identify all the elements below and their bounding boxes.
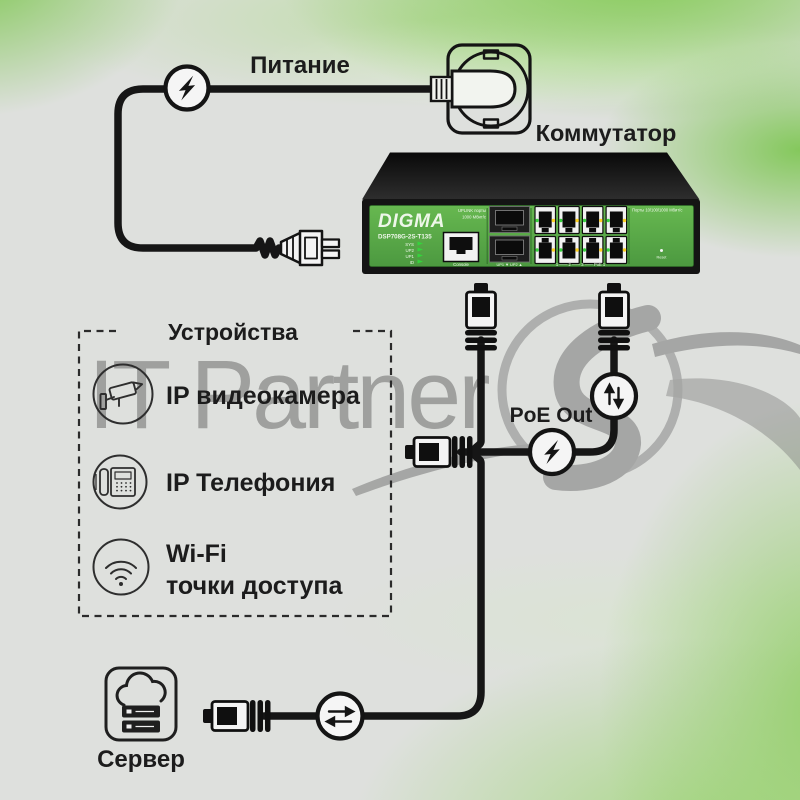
sfp-cage: [489, 235, 530, 263]
ports-caption: 1 —— 2 —— 3 —— PoE 1: [556, 262, 606, 267]
power-badge: [163, 64, 211, 112]
rj45-port: [581, 235, 604, 265]
data-transfer-vertical-badge: [589, 371, 639, 421]
rj45-port: [558, 205, 580, 235]
switch-top-face: [362, 152, 700, 200]
power-socket-icon: [429, 43, 532, 135]
logo-s-swoosh: [543, 305, 661, 491]
console-label: Console: [453, 262, 469, 267]
server-uplink-cable: [260, 336, 485, 720]
rj45-port-block: [534, 205, 628, 265]
arrows-horizontal-icon: [324, 705, 356, 728]
rj45-port: [605, 205, 628, 235]
ports-note: Порты 10/100/1000 Мбит/с: [632, 208, 682, 213]
ethernet-plug-up: [596, 281, 632, 352]
rj45-port: [605, 235, 628, 265]
ethernet-plug-left: [201, 698, 272, 734]
power-connector: [279, 229, 341, 267]
rj45-port: [534, 205, 557, 235]
wifi-icon: [92, 538, 150, 596]
led-label: ID: [410, 260, 414, 265]
led-label: UP1: [405, 254, 414, 259]
watermark-text: IT Partner: [88, 340, 490, 449]
logo-leaf-upper: [652, 332, 800, 357]
server-icon: [104, 666, 178, 742]
power-plug: [450, 69, 517, 109]
logo-leaf-right: [666, 378, 800, 470]
cloud-server-icon: [115, 671, 167, 733]
led-label: UP2: [405, 248, 414, 253]
led-indicators: SYS UP2 UP1 ID: [405, 241, 423, 265]
logo-leaf-lower: [352, 443, 545, 496]
rj45-port: [534, 235, 557, 265]
rj45-port: [581, 205, 604, 235]
uplink-note: 1000 Мбит/с: [462, 215, 486, 220]
rj45-port: [558, 235, 580, 265]
ip-phone-icon: [92, 454, 148, 510]
ethernet-plug-up: [463, 281, 499, 352]
ethernet-plug-left: [403, 434, 474, 470]
reset-label: Reset: [657, 256, 668, 260]
arrows-vertical-icon: [603, 382, 625, 410]
brand-logo: DIGMA: [378, 211, 445, 232]
led-label: SYS: [405, 242, 414, 247]
uplink-note: UPLINK порты: [458, 208, 486, 213]
data-transfer-horizontal-badge: [315, 691, 365, 741]
console-port: Console: [442, 231, 480, 267]
power-cable: [114, 85, 456, 259]
poe-cable: [457, 336, 618, 456]
sfp-caption: UP1 ▼ UP2 ▲: [496, 262, 522, 267]
switch-device: DIGMA DSP708G-2S-T135 SYS UP2 UP1 ID Con…: [362, 152, 700, 274]
model-label: DSP708G-2S-T135: [378, 234, 432, 241]
cctv-camera-icon: [92, 363, 154, 425]
poe-badge: [527, 427, 577, 477]
devices-box: [77, 329, 393, 618]
sfp-cage: [489, 206, 530, 233]
